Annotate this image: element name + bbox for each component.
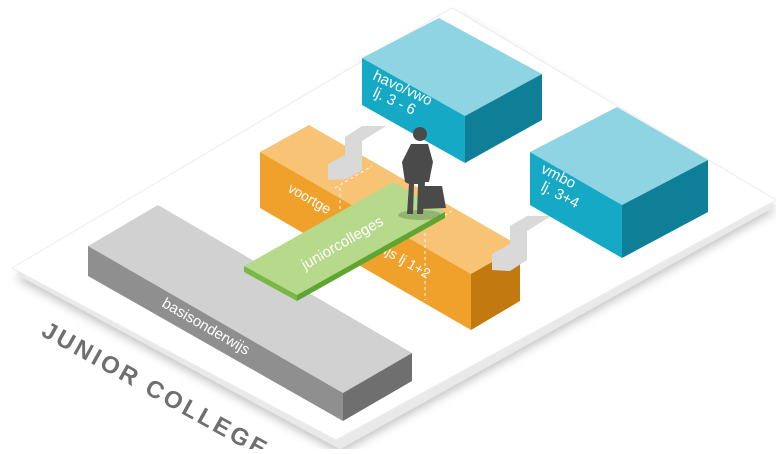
vmbo-top	[530, 107, 708, 205]
vmbo-front	[530, 152, 622, 258]
vmbo-side	[622, 160, 708, 258]
person-head	[413, 127, 427, 141]
voortgezet-dash-1	[334, 165, 373, 189]
havo-side	[465, 74, 542, 163]
block-havo-vwo: havo/vwo lj. 3 - 6	[362, 18, 542, 163]
person-icon	[398, 127, 446, 220]
basis-front	[88, 246, 343, 421]
arrow-to-havo	[328, 126, 386, 180]
basis-side	[343, 353, 412, 421]
person-bag	[420, 186, 446, 209]
basis-top	[88, 205, 412, 393]
person-body	[402, 144, 433, 214]
junior-side	[297, 212, 445, 301]
junior-top	[244, 182, 445, 295]
havo-top	[362, 18, 542, 116]
havo-front	[362, 58, 465, 163]
block-basisonderwijs: basisonderwijs	[88, 205, 412, 421]
block-juniorcolleges: juniorcolleges	[244, 182, 445, 301]
arrow-to-vmbo	[492, 216, 551, 271]
junior-front	[244, 266, 297, 301]
block-vmbo: vmbo lj. 3+4	[530, 107, 708, 258]
